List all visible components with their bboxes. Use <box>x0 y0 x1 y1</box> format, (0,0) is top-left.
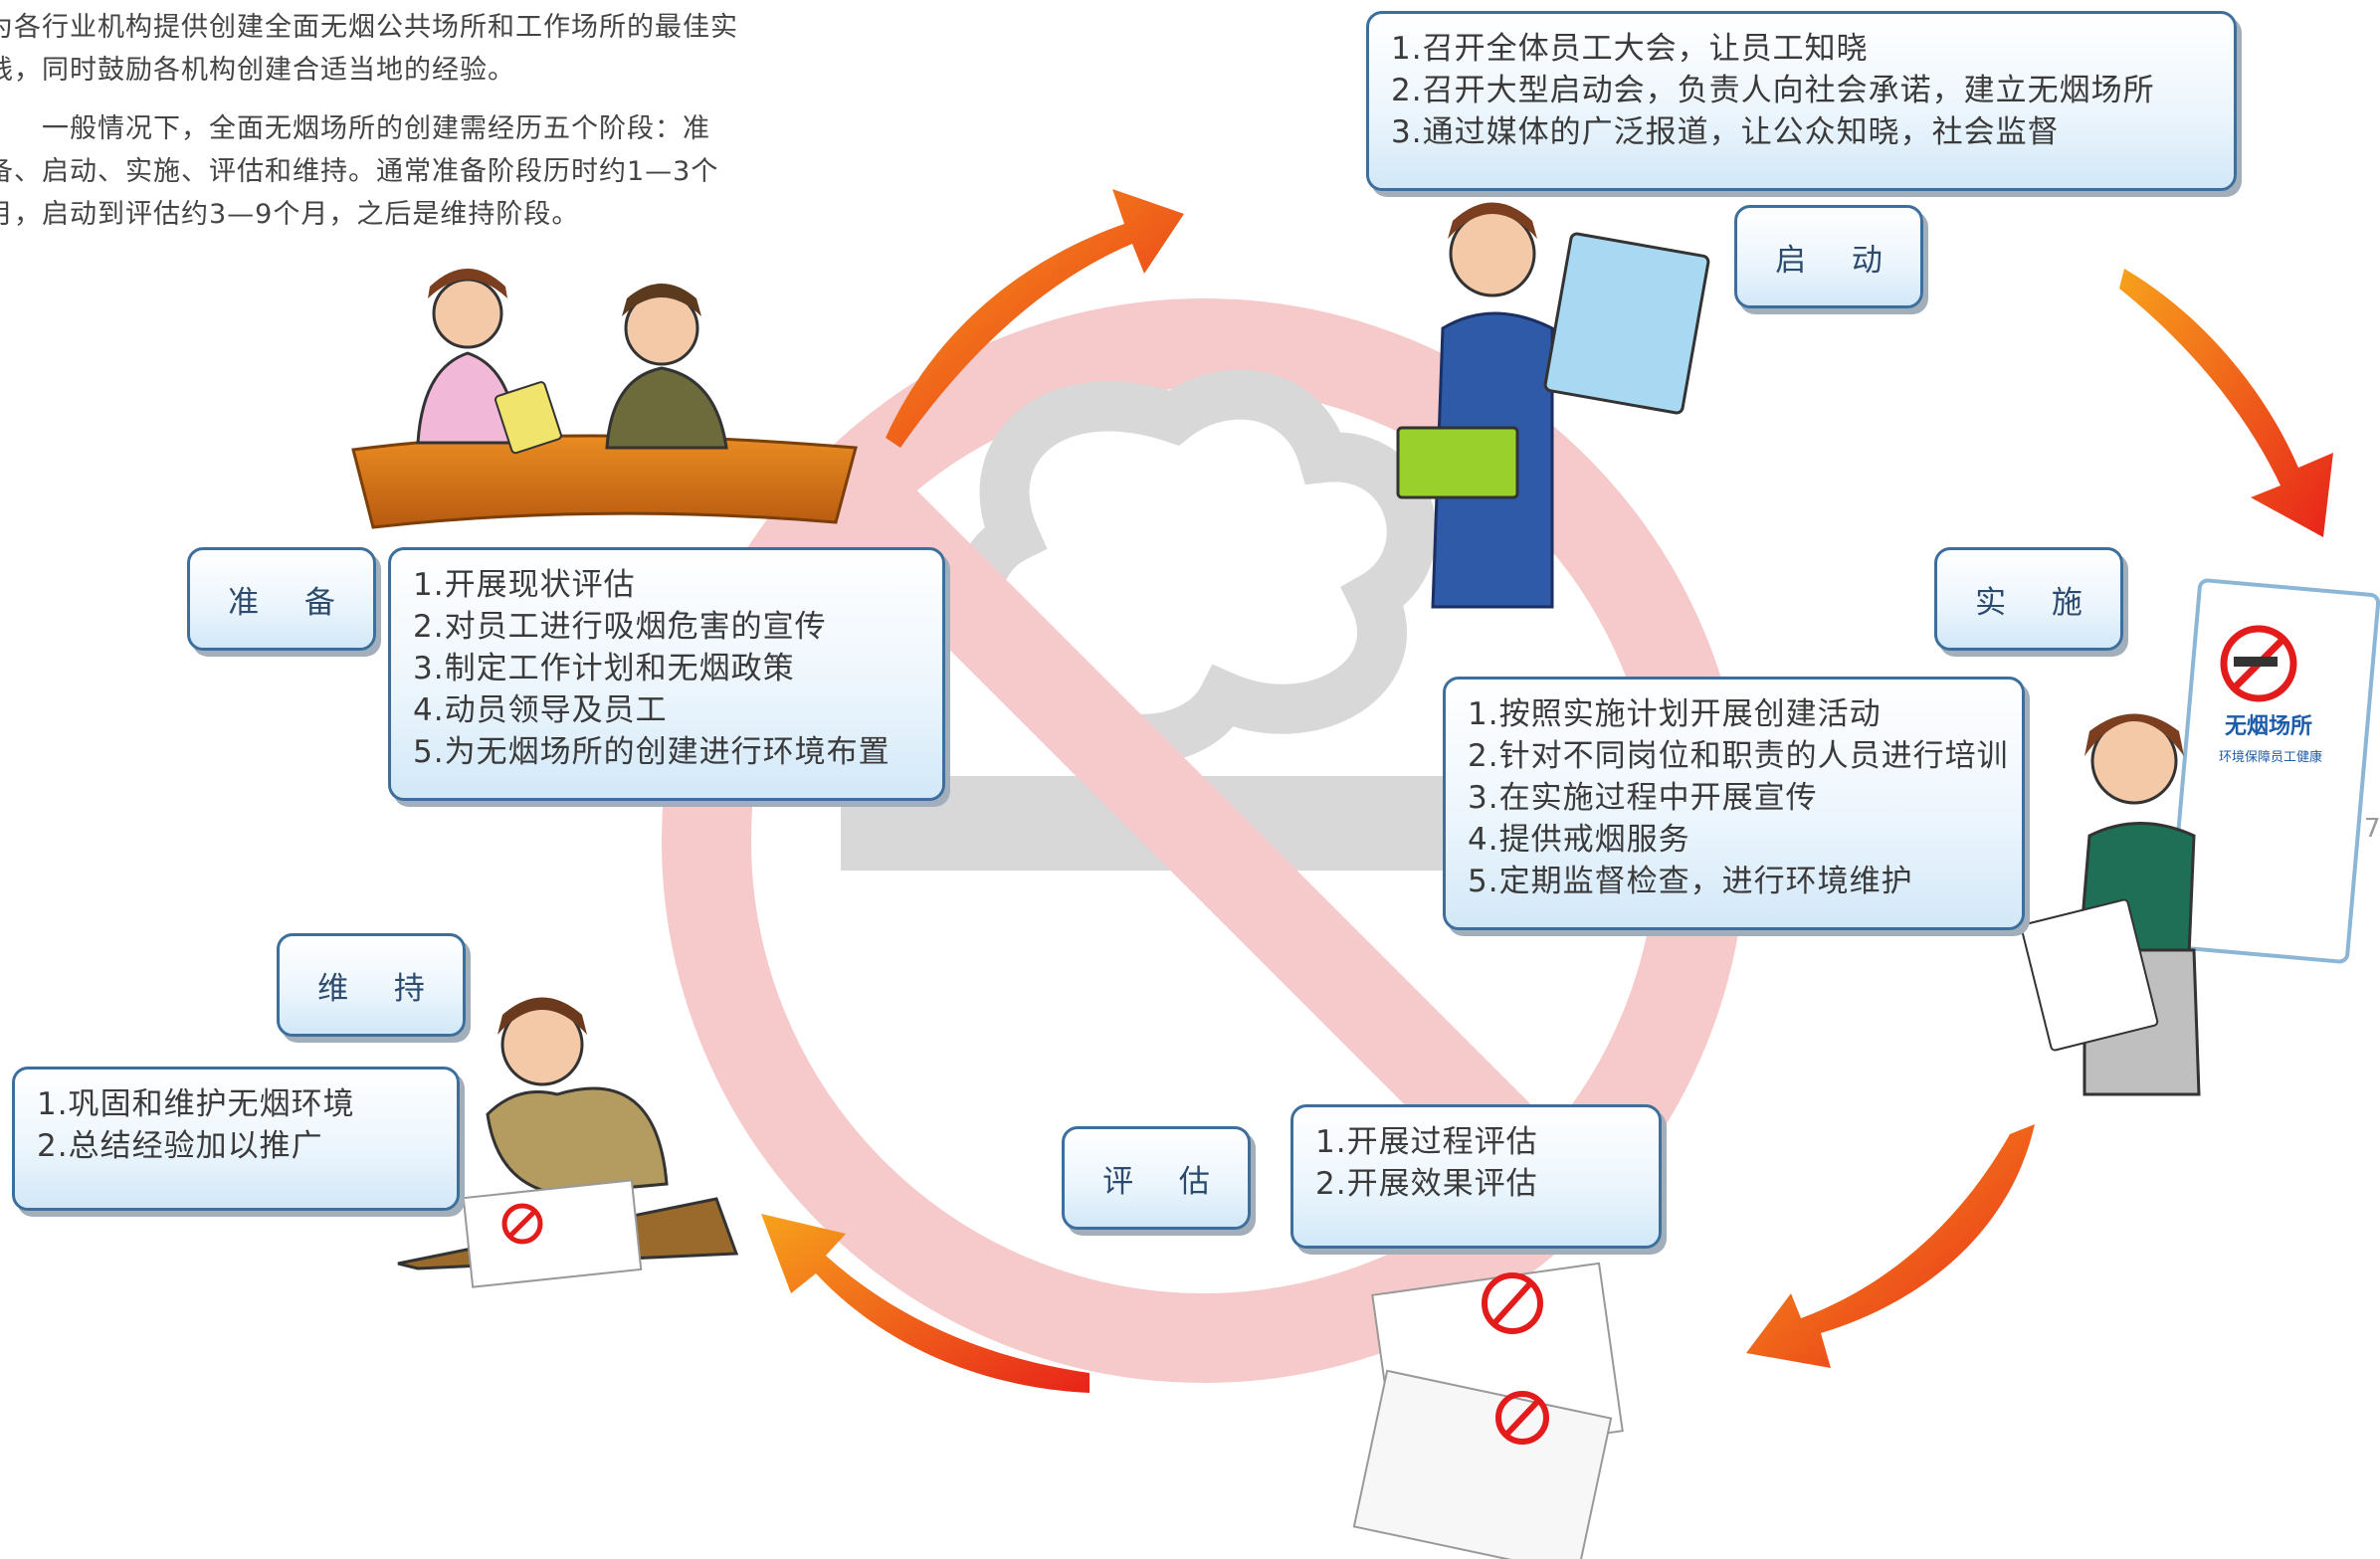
arrow-evaluate-to-maintain <box>761 1214 1090 1393</box>
implement-steps-box: 1.按照实施计划开展创建活动 2.针对不同岗位和职责的人员进行培训 3.在实施过… <box>1443 677 2025 930</box>
arrow-launch-to-implement <box>2119 269 2333 537</box>
stage-launch-label: 启 动 <box>1734 205 1923 308</box>
evaluate-steps-box: 1.开展过程评估 2.开展效果评估 <box>1290 1104 1662 1249</box>
implement-step: 1.按照实施计划开展创建活动 <box>1468 696 1882 732</box>
prepare-steps-box: 1.开展现状评估 2.对员工进行吸烟危害的宣传 3.制定工作计划和无烟政策 4.… <box>388 547 945 801</box>
sign-title: 无烟场所 <box>2225 714 2312 739</box>
stage-implement-label: 实 施 <box>1934 547 2123 651</box>
evaluate-papers-illustration <box>1352 1262 1624 1559</box>
sign-subtitle: 环境保障员工健康 <box>2219 749 2322 765</box>
launch-steps-box: 1.召开全体员工大会，让员工知晓 2.召开大型启动会，负责人向社会承诺，建立无烟… <box>1366 11 2237 191</box>
prepare-meeting-illustration <box>351 269 858 529</box>
maintain-steps-box: 1.巩固和维护无烟环境 2.总结经验加以推广 <box>12 1067 460 1211</box>
evaluate-step: 2.开展效果评估 <box>1315 1166 1538 1202</box>
stage-prepare-label: 准 备 <box>187 547 376 651</box>
implement-step: 5.定期监督检查，进行环境维护 <box>1468 864 1913 899</box>
maintain-desk-illustration <box>397 997 739 1288</box>
launch-presenter-illustration <box>1396 202 1710 609</box>
prepare-step: 3.制定工作计划和无烟政策 <box>413 651 795 686</box>
prepare-step: 1.开展现状评估 <box>413 567 636 603</box>
implement-step: 2.针对不同岗位和职责的人员进行培训 <box>1468 738 2009 774</box>
launch-step: 1.召开全体员工大会，让员工知晓 <box>1391 31 1869 67</box>
evaluate-step: 1.开展过程评估 <box>1315 1124 1538 1160</box>
prepare-step: 2.对员工进行吸烟危害的宣传 <box>413 609 827 645</box>
maintain-step: 1.巩固和维护无烟环境 <box>37 1086 355 1122</box>
intro-paragraph-2: 一般情况下，全面无烟场所的创建需经历五个阶段：准备、启动、实施、评估和维持。通常… <box>0 113 719 230</box>
implement-step: 3.在实施过程中开展宣传 <box>1468 780 1818 816</box>
arrow-prepare-to-launch <box>886 189 1184 448</box>
arrow-implement-to-evaluate <box>1746 1124 2035 1368</box>
page-number: 7 <box>2364 814 2380 844</box>
stage-evaluate-label: 评 估 <box>1062 1126 1251 1230</box>
launch-step: 3.通过媒体的广泛报道，让公众知晓，社会监督 <box>1391 114 2060 150</box>
implement-sign-illustration: 无烟场所 环境保障员工健康 <box>2020 578 2380 1096</box>
maintain-step: 2.总结经验加以推广 <box>37 1128 323 1164</box>
intro-paragraph-1: 为各行业机构提供创建全面无烟公共场所和工作场所的最佳实践，同时鼓励各机构创建合适… <box>0 12 738 86</box>
stage-maintain-label: 维 持 <box>277 933 466 1037</box>
launch-step: 2.召开大型启动会，负责人向社会承诺，建立无烟场所 <box>1391 73 2155 108</box>
prepare-step: 5.为无烟场所的创建进行环境布置 <box>413 734 891 770</box>
prepare-step: 4.动员领导及员工 <box>413 692 668 728</box>
implement-step: 4.提供戒烟服务 <box>1468 822 1690 858</box>
